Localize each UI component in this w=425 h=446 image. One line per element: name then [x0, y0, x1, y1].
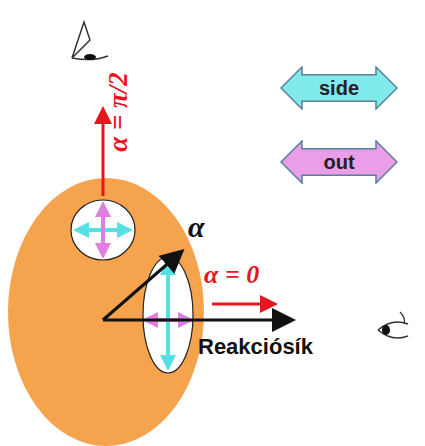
eye-icon: [378, 312, 408, 338]
angle-label: α = π/2: [105, 72, 132, 152]
out-arrow: [101, 207, 105, 253]
reaction-plane-axis: [103, 319, 290, 322]
legend-item: side: [280, 66, 398, 110]
legend-item: out: [280, 140, 398, 184]
angle-label: α = 0: [204, 262, 259, 288]
eye-icon: [72, 22, 108, 60]
fluid-cell: [71, 200, 135, 260]
legend-text: out: [280, 140, 398, 184]
fluid-cell: [143, 257, 193, 373]
angle-symbol: α: [188, 212, 205, 242]
legend-text: side: [280, 66, 398, 110]
angle-axis: [103, 253, 180, 320]
plane-label: Reakciósík: [198, 336, 313, 358]
side-arrow: [166, 265, 170, 365]
view-arrow: [212, 303, 272, 306]
overlap-region: [8, 178, 204, 446]
